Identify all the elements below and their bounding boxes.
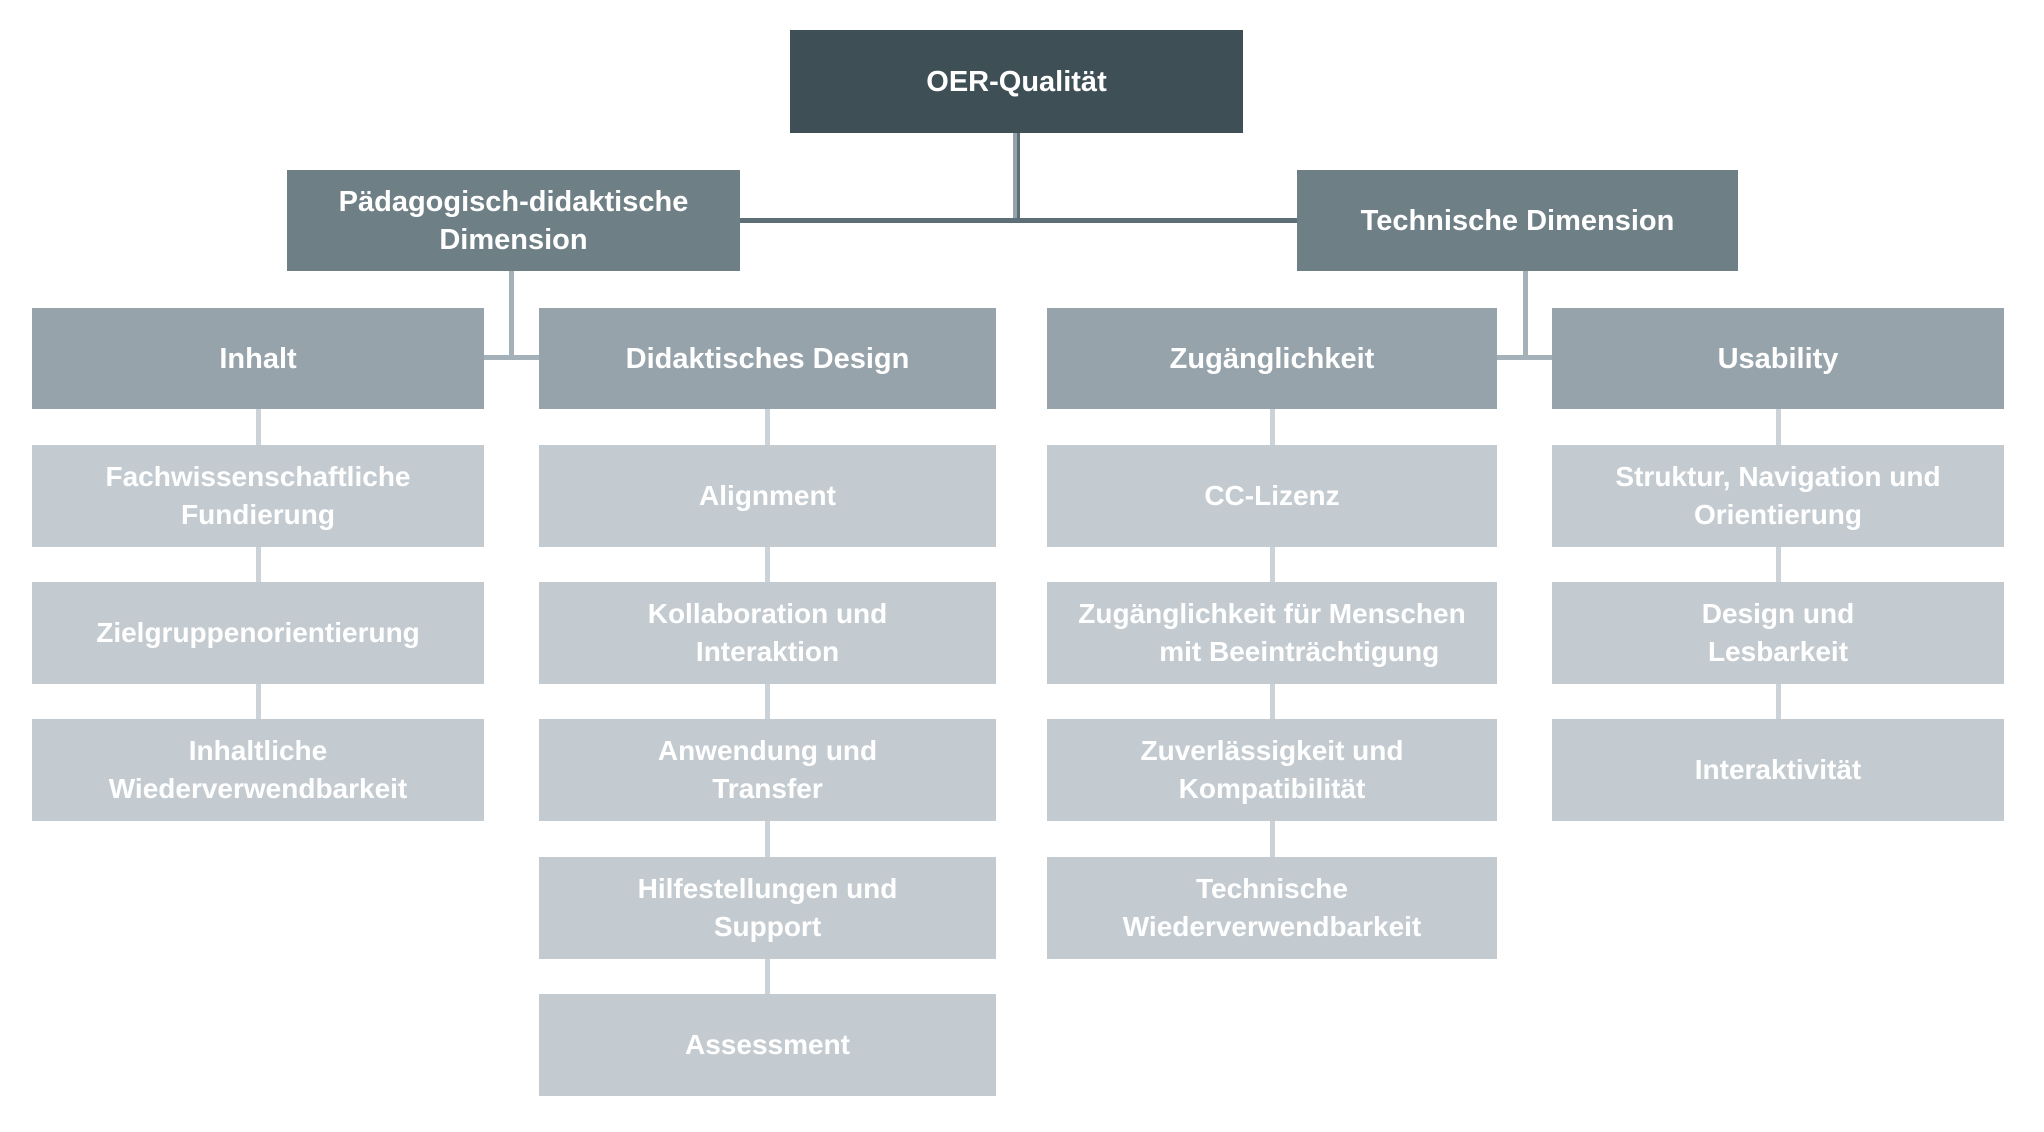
node-fachwissenschaftliche-fundierung: Fachwissenschaftliche Fundierung (32, 445, 484, 547)
connector-root-vertical-light (1013, 133, 1017, 223)
node-technische-wiederverwendbarkeit: Technische Wiederverwendbarkeit (1047, 857, 1497, 959)
node-interaktivitaet: Interaktivität (1552, 719, 2004, 821)
connector-technisch-bridge (1496, 355, 1552, 360)
node-struktur-navigation-orientierung: Struktur, Navigation und Orientierung (1552, 445, 2004, 547)
connector-paedagogisch-vertical (509, 271, 514, 358)
node-hilfestellungen-und-support: Hilfestellungen und Support (539, 857, 996, 959)
node-oer-qualitaet: OER-Qualität (790, 30, 1243, 133)
node-zuverlaessigkeit-und-kompatibilitaet: Zuverlässigkeit und Kompatibilität (1047, 719, 1497, 821)
node-design-und-lesbarkeit: Design und Lesbarkeit (1552, 582, 2004, 684)
node-zugaenglichkeit: Zugänglichkeit (1047, 308, 1497, 409)
connector-technisch-vertical (1523, 271, 1528, 358)
node-inhalt: Inhalt (32, 308, 484, 409)
node-technische-dimension: Technische Dimension (1297, 170, 1738, 271)
node-inhaltliche-wiederverwendbarkeit: Inhaltliche Wiederverwendbarkeit (32, 719, 484, 821)
connector-root-vertical (1017, 133, 1020, 223)
node-kollaboration-und-interaktion: Kollaboration und Interaktion (539, 582, 996, 684)
node-zugaenglichkeit-fuer-menschen: Zugänglichkeit für Menschen mit Beeinträ… (1047, 582, 1497, 684)
node-paedagogisch-didaktische-dimension: Pädagogisch-didaktische Dimension (287, 170, 740, 271)
node-usability: Usability (1552, 308, 2004, 409)
connector-paedagogisch-bridge (484, 355, 539, 360)
node-zielgruppenorientierung: Zielgruppenorientierung (32, 582, 484, 684)
node-cc-lizenz: CC-Lizenz (1047, 445, 1497, 547)
node-didaktisches-design: Didaktisches Design (539, 308, 996, 409)
node-anwendung-und-transfer: Anwendung und Transfer (539, 719, 996, 821)
connector-root-horizontal (740, 218, 1297, 223)
node-assessment: Assessment (539, 994, 996, 1096)
node-alignment: Alignment (539, 445, 996, 547)
